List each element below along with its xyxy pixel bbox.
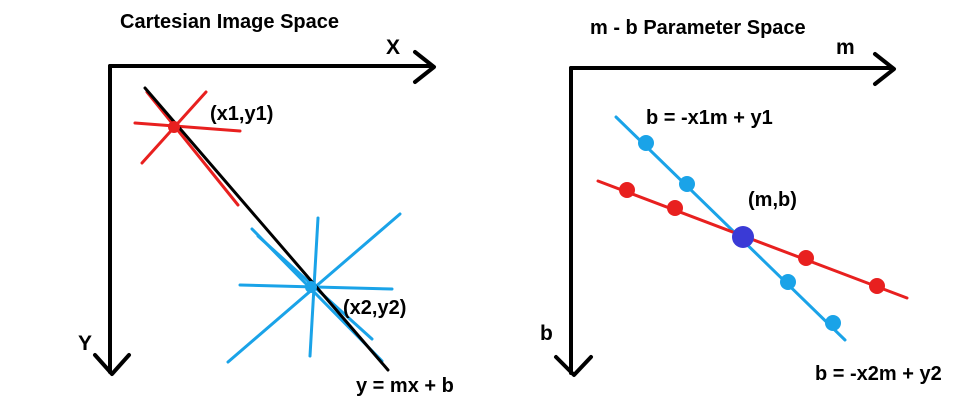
left-y-axis-label: Y xyxy=(78,332,92,355)
red-line-dots xyxy=(619,182,885,294)
line-1-equation-label: b = -x1m + y1 xyxy=(646,107,773,129)
line-equation-label: y = mx + b xyxy=(356,375,454,397)
right-b-arrowhead xyxy=(554,355,593,377)
left-x-axis-label: X xyxy=(386,36,400,59)
intersection-point xyxy=(732,226,754,248)
cartesian-image-space-panel: Cartesian Image Space X Y (x xyxy=(78,11,454,397)
blue-dot xyxy=(679,176,695,192)
right-b-axis-label: b xyxy=(540,322,553,345)
red-dot xyxy=(869,278,885,294)
blue-dot xyxy=(780,274,796,290)
red-dot xyxy=(619,182,635,198)
blue-line-dots xyxy=(638,135,841,331)
left-x-arrowhead xyxy=(413,50,436,84)
line-2-equation-label: b = -x2m + y2 xyxy=(815,363,942,385)
red-dot xyxy=(667,200,683,216)
right-m-arrowhead xyxy=(873,52,896,86)
parameter-space-panel: m - b Parameter Space m b xyxy=(540,17,942,385)
point-1-marker xyxy=(168,121,180,133)
intersection-label: (m,b) xyxy=(748,189,797,211)
point-1-label: (x1,y1) xyxy=(210,103,273,125)
left-y-arrowhead xyxy=(93,353,131,376)
right-m-axis-label: m xyxy=(836,36,855,59)
right-panel-title: m - b Parameter Space xyxy=(590,17,806,39)
blue-dot xyxy=(825,315,841,331)
left-axes xyxy=(93,50,436,376)
right-axes xyxy=(554,52,896,377)
blue-parameter-line xyxy=(614,115,847,342)
point-2-label: (x2,y2) xyxy=(343,297,406,319)
left-panel-title: Cartesian Image Space xyxy=(120,11,339,33)
fitted-line xyxy=(143,86,390,372)
red-dot xyxy=(798,250,814,266)
blue-dot xyxy=(638,135,654,151)
point-2-marker xyxy=(305,281,317,293)
